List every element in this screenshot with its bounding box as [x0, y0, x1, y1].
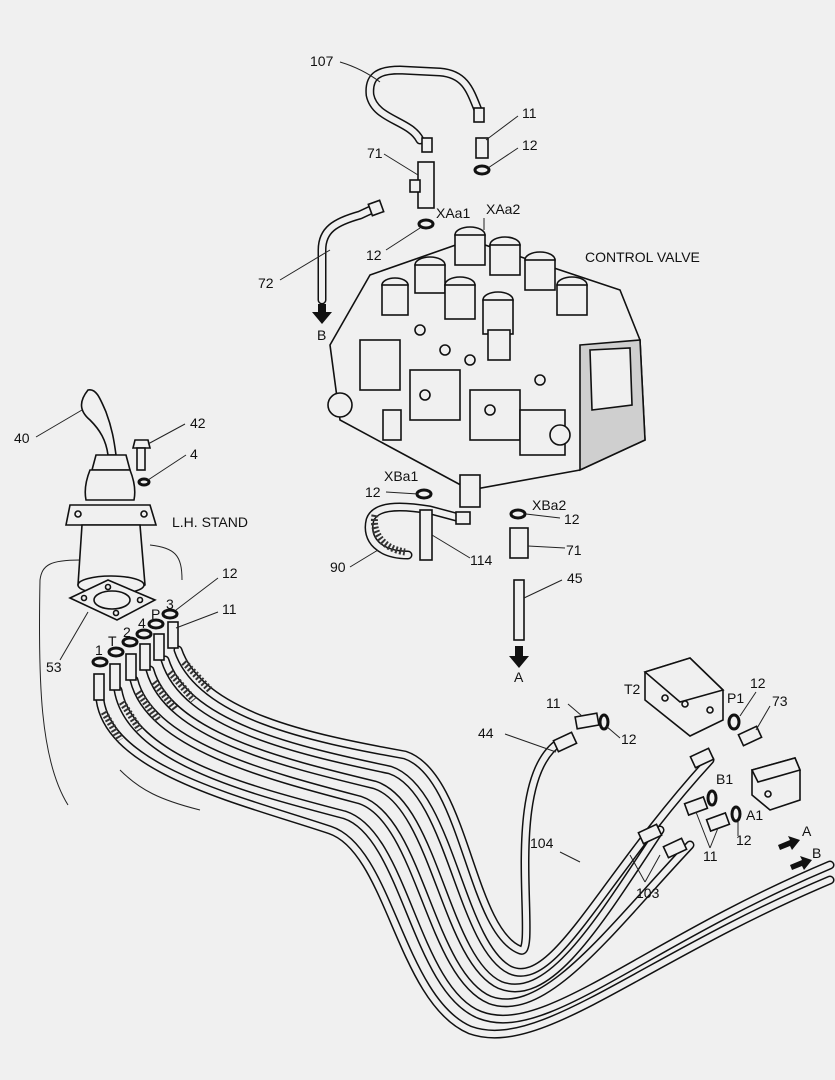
label-2: 2 [123, 624, 131, 640]
label-11-b1: 11 [703, 848, 718, 864]
label-a1: A1 [746, 807, 763, 823]
block-t2-p1 [643, 657, 725, 737]
label-72: 72 [258, 275, 274, 291]
label-xaa1: XAa1 [436, 205, 470, 221]
fitting-11-t2 [574, 712, 600, 730]
leader-lines [35, 61, 771, 883]
label-b-top: B [317, 327, 326, 343]
label-44: 44 [478, 725, 494, 741]
fitting-114 [419, 509, 433, 561]
label-lh-stand: L.H. STAND [172, 514, 248, 530]
oring-12-t2 [598, 713, 610, 731]
label-4-right: 4 [190, 446, 198, 462]
hose-fitting-ends [552, 731, 715, 859]
oring-12-b1 [706, 789, 718, 807]
label-12-top: 12 [522, 137, 538, 153]
oring-12-xaa1 [417, 218, 435, 230]
mounting-plate-53 [68, 579, 157, 621]
fittings-11-b1-a1 [683, 795, 731, 833]
label-71-mid: 71 [566, 542, 582, 558]
label-b-right: B [812, 845, 821, 861]
label-xba1: XBa1 [384, 468, 418, 484]
label-12-p1: 12 [750, 675, 766, 691]
label-xaa2: XAa2 [486, 201, 520, 217]
hose-90 [364, 502, 471, 560]
label-104: 104 [530, 835, 554, 851]
label-12-xba1: 12 [365, 484, 381, 500]
label-11-t2: 11 [546, 695, 561, 711]
lh-stand-outline [38, 544, 201, 811]
label-3: 3 [166, 596, 174, 612]
joystick-lever [65, 388, 158, 595]
hose-bundle [95, 645, 835, 1039]
label-t-port: T [108, 633, 117, 649]
fitting-11-top [475, 137, 489, 159]
joystick-fittings [91, 608, 179, 701]
label-12-xba2: 12 [564, 511, 580, 527]
fitting-73 [737, 725, 763, 747]
label-114: 114 [470, 552, 493, 568]
label-12-left: 12 [222, 565, 238, 581]
label-71-top: 71 [367, 145, 383, 161]
label-1: 1 [95, 642, 103, 658]
bolt-42 [131, 439, 152, 471]
label-11-top: 11 [522, 105, 537, 121]
label-45: 45 [567, 570, 583, 586]
tee-71-top [409, 161, 435, 209]
label-t2: T2 [624, 681, 641, 697]
label-73: 73 [772, 693, 788, 709]
oring-12-top [473, 164, 491, 176]
label-a-right: A [802, 823, 812, 839]
arrows-a-b-right [778, 836, 812, 870]
label-12-xaa1: 12 [366, 247, 382, 263]
label-40: 40 [14, 430, 30, 446]
label-42: 42 [190, 415, 206, 431]
hose-107 [365, 65, 485, 153]
label-90: 90 [330, 559, 346, 575]
label-p-port: P [151, 606, 160, 622]
oring-12-a1 [730, 805, 742, 823]
pipe-45 [513, 579, 525, 641]
label-107: 107 [310, 53, 334, 69]
label-53: 53 [46, 659, 62, 675]
oring-12-xba2 [509, 508, 527, 520]
oring-12-xba1 [415, 488, 433, 500]
label-control-valve: CONTROL VALVE [585, 249, 700, 265]
label-p1: P1 [727, 690, 744, 706]
arrow-b-top [312, 304, 332, 324]
block-b1-a1 [750, 757, 802, 811]
label-12-t2: 12 [621, 731, 637, 747]
control-valve [327, 226, 646, 508]
label-b1: B1 [716, 771, 733, 787]
label-xba2: XBa2 [532, 497, 566, 513]
oring-12-p1 [727, 713, 741, 731]
arrow-a-mid [509, 646, 529, 668]
label-11-left: 11 [222, 601, 237, 617]
tee-71-mid [509, 527, 529, 559]
label-103: 103 [636, 885, 660, 901]
label-12-a1: 12 [736, 832, 752, 848]
label-4-left: 4 [138, 615, 146, 631]
label-a-mid: A [514, 669, 524, 685]
washer-4 [137, 477, 151, 487]
hose-72 [317, 199, 385, 305]
